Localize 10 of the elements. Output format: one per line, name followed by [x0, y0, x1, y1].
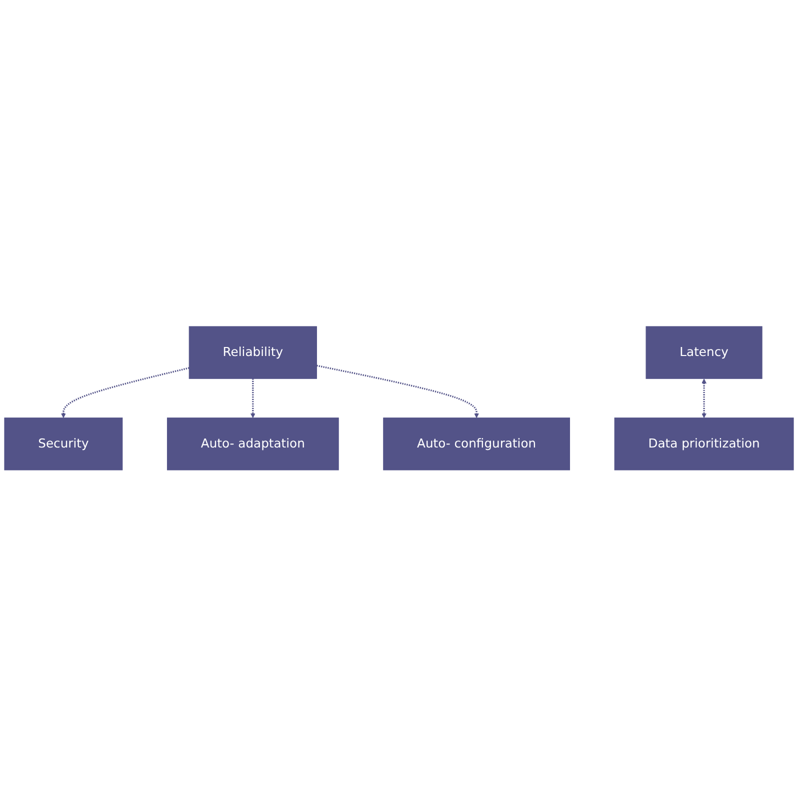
arrow — [250, 378, 256, 418]
arrow — [60, 366, 190, 418]
node-box: Latency — [646, 326, 762, 379]
node-box: Data prioritization — [614, 417, 794, 470]
arrow — [316, 364, 480, 418]
arrow — [702, 378, 706, 418]
node-box: Auto- adaptation — [166, 417, 339, 470]
node-box: Security — [4, 417, 123, 470]
node-box: Reliability — [188, 326, 317, 379]
node-box: Auto- configuration — [383, 417, 570, 470]
